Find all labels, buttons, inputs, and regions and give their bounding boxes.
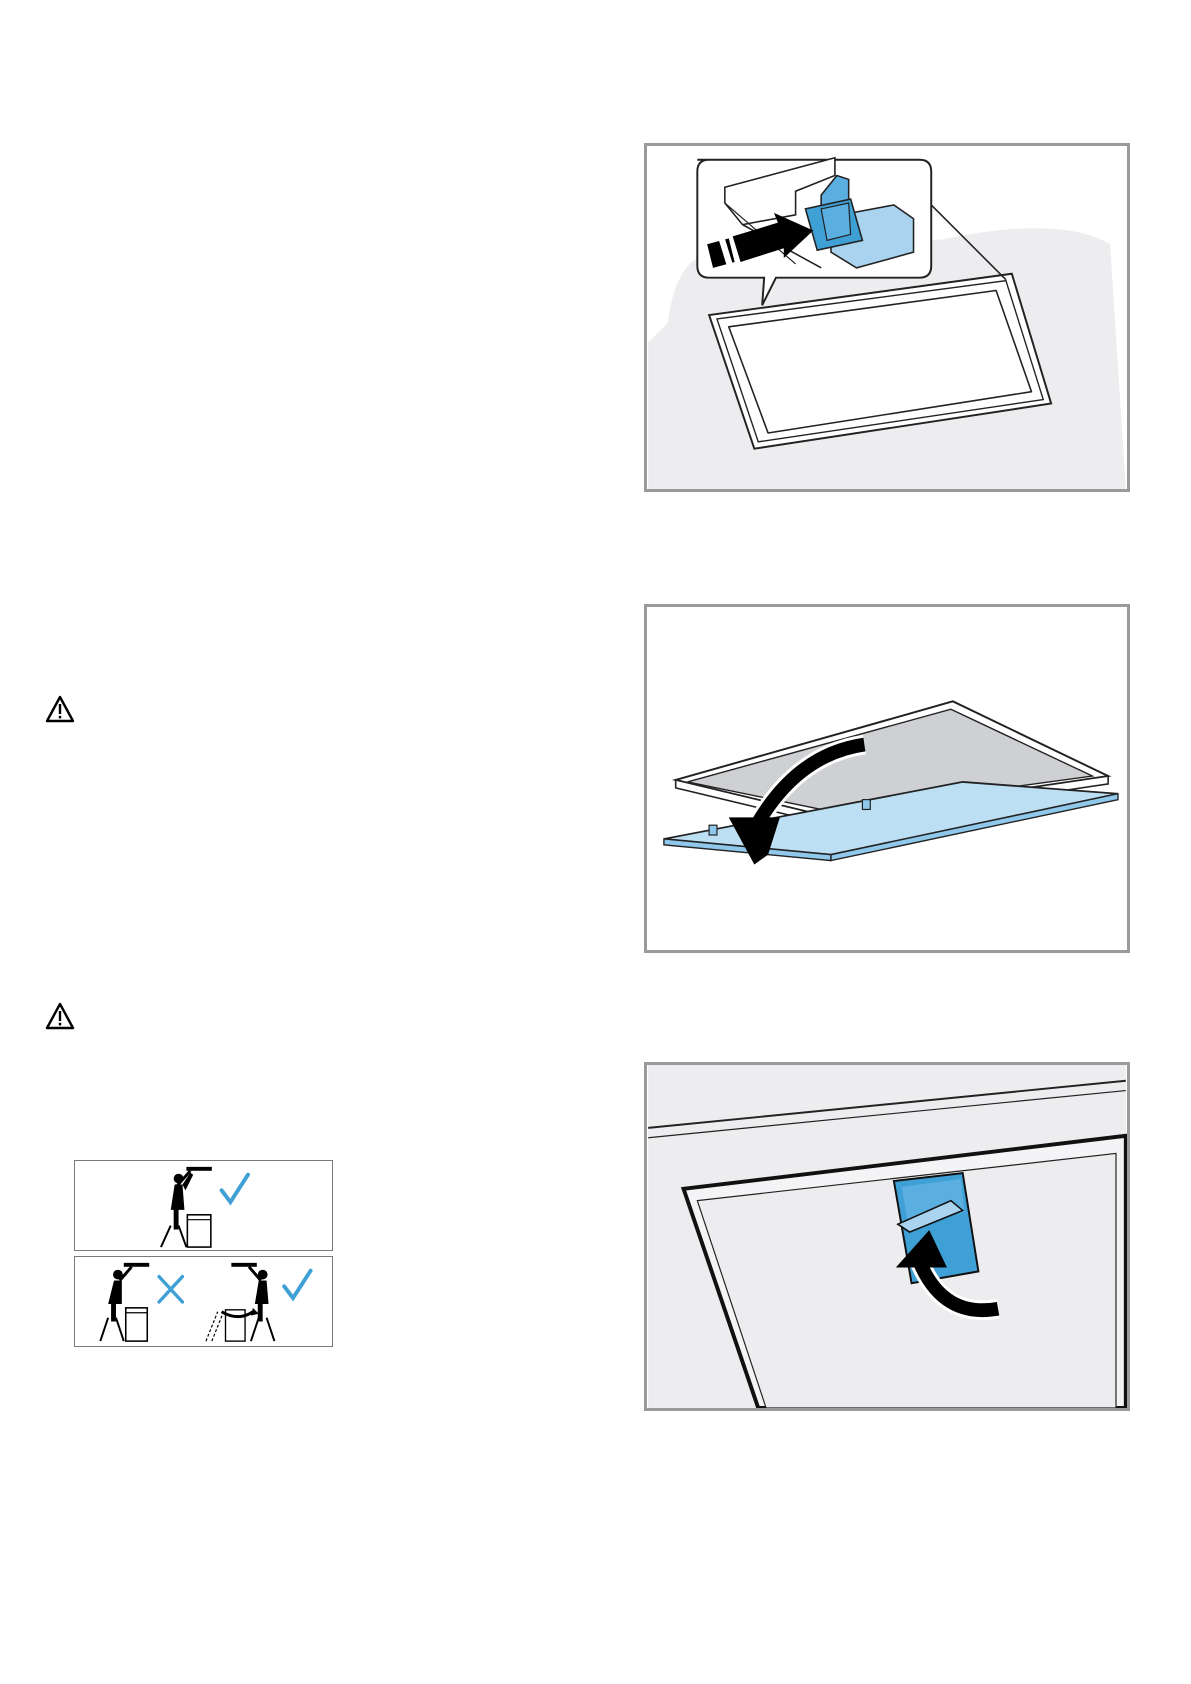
warning-triangle-icon bbox=[45, 695, 75, 723]
warning-triangle-icon bbox=[45, 1002, 75, 1030]
ladder-correct-panel bbox=[74, 1160, 333, 1251]
filter-latch-release-illustration bbox=[644, 1062, 1130, 1411]
filter-clip-insert-illustration bbox=[644, 143, 1130, 492]
ladder-position-panel bbox=[74, 1256, 333, 1347]
filter-panel-fold-down-illustration bbox=[644, 604, 1130, 953]
